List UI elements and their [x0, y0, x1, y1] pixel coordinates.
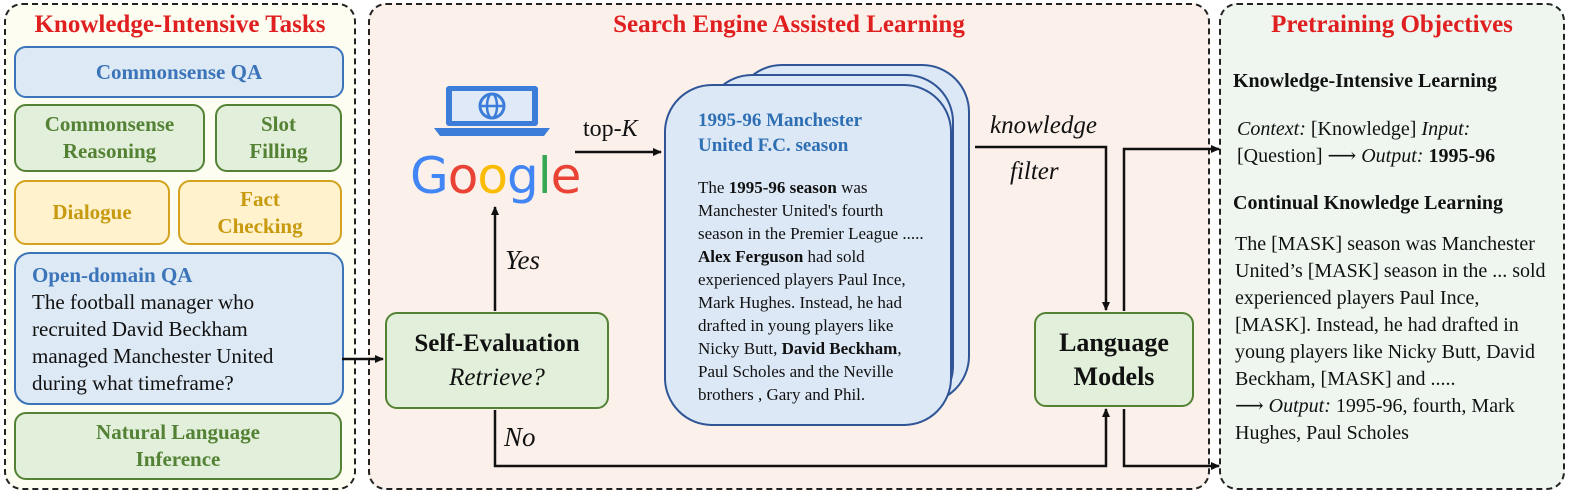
kil-arrow: ⟶ — [1327, 145, 1362, 167]
doc-bold-text: Alex Ferguson — [698, 247, 804, 266]
task-label: Dialogue — [52, 200, 132, 224]
task-label: Checking — [217, 213, 303, 238]
doc-bold-text: David Beckham — [781, 339, 898, 358]
self-evaluation-title: Self-Evaluation — [414, 329, 580, 357]
task-label: Commonsense — [44, 112, 175, 136]
task-slot-filling: Slot Filling — [215, 104, 342, 172]
kil-context-label: Context: — [1237, 118, 1306, 140]
doc-text: had sold experienced players Paul Ince, … — [698, 247, 906, 358]
task-label: Slot — [260, 112, 296, 136]
document-title-line: 1995-96 Manchester — [698, 110, 863, 131]
google-letter: o — [447, 147, 479, 205]
task-commonsense-reasoning: Commonsense Reasoning — [14, 104, 205, 172]
yes-label: Yes — [505, 245, 541, 275]
language-models-box: Language Models — [1034, 312, 1194, 407]
arrow-lm-to-kil — [1122, 145, 1220, 311]
google-letter: l — [537, 147, 552, 205]
kil-knowledge: [Knowledge] — [1305, 118, 1422, 140]
language-models-label: Models — [1073, 361, 1155, 391]
google-logo: Google — [410, 146, 582, 206]
top-k-prefix: top- — [583, 116, 622, 142]
filter-label: filter — [1010, 158, 1059, 185]
ckl-output-value: 1995-96, fourth, Mark Hughes, Paul Schol… — [1235, 395, 1515, 444]
kil-output-value: 1995-96 — [1428, 145, 1496, 167]
task-natural-language-inference: Natural Language Inference — [14, 412, 342, 480]
objectives-panel-title: Pretraining Objectives — [1271, 11, 1513, 38]
task-label: Commonsense QA — [95, 59, 263, 84]
task-label: Reasoning — [62, 139, 157, 163]
task-open-domain-qa: Open-domain QA The football manager who … — [14, 252, 344, 405]
arrow-lm-to-ckl — [1122, 409, 1220, 470]
arrow-knowledge-filter — [975, 145, 1110, 311]
task-dialogue: Dialogue — [14, 180, 170, 245]
doc-text: was Manchester United's fourth season in… — [698, 178, 924, 243]
tasks-panel-title: Knowledge-Intensive Tasks — [34, 11, 326, 38]
kil-input-label: Input: — [1421, 118, 1471, 140]
task-label: Fact — [240, 186, 280, 211]
google-wordmark: Google — [410, 147, 582, 205]
google-letter: o — [477, 147, 508, 205]
top-k-var: K — [621, 116, 638, 142]
arrow-no-to-lm — [493, 408, 1110, 468]
doc-text: The — [698, 178, 729, 197]
objectives-panel: Pretraining Objectives — [1219, 3, 1565, 490]
google-letter: e — [550, 147, 582, 205]
ckl-arrow: ⟶ — [1235, 395, 1269, 417]
top-k-label: top-K — [583, 116, 638, 143]
ckl-output-label: Output: — [1268, 395, 1331, 417]
laptop-globe-icon — [428, 82, 556, 144]
task-label: Inference — [135, 447, 221, 471]
task-label: Natural Language — [96, 420, 260, 444]
google-letter: g — [506, 147, 539, 205]
kil-text: Context: [Knowledge] Input:[Question] ⟶ … — [1237, 116, 1557, 170]
ckl-body: The [MASK] season was Manchester United’… — [1235, 233, 1546, 390]
kil-heading: Knowledge-Intensive Learning — [1233, 70, 1497, 92]
knowledge-label: knowledge — [990, 112, 1097, 139]
open-domain-qa-question: The football manager who recruited David… — [32, 290, 274, 395]
doc-text: , Paul Scholes and the Neville brothers … — [698, 339, 902, 404]
self-evaluation-subtitle: Retrieve? — [449, 363, 545, 391]
task-commonsense-qa: Commonsense QA — [14, 46, 344, 98]
task-label: Filling — [249, 139, 308, 163]
doc-bold-text: 1995-96 season — [728, 178, 837, 197]
google-letter: G — [410, 147, 449, 205]
kil-output-label: Output: — [1361, 145, 1424, 167]
document-title: 1995-96 Manchester United F.C. season — [698, 108, 926, 158]
ckl-heading: Continual Knowledge Learning — [1233, 192, 1504, 214]
open-domain-qa-title: Open-domain QA — [32, 263, 193, 287]
kil-question: [Question] — [1237, 145, 1328, 167]
task-fact-checking: Fact Checking — [178, 180, 342, 245]
no-label: No — [504, 422, 536, 452]
ckl-text: The [MASK] season was Manchester United’… — [1235, 231, 1560, 447]
document-card: 1995-96 Manchester United F.C. season Th… — [664, 84, 952, 426]
search-panel-title: Search Engine Assisted Learning — [613, 11, 965, 38]
self-evaluation-box: Self-Evaluation Retrieve? — [385, 312, 609, 409]
language-models-label: Language — [1059, 327, 1169, 357]
document-title-line: United F.C. season — [698, 135, 849, 156]
document-body: The 1995-96 season was Manchester United… — [698, 176, 926, 406]
